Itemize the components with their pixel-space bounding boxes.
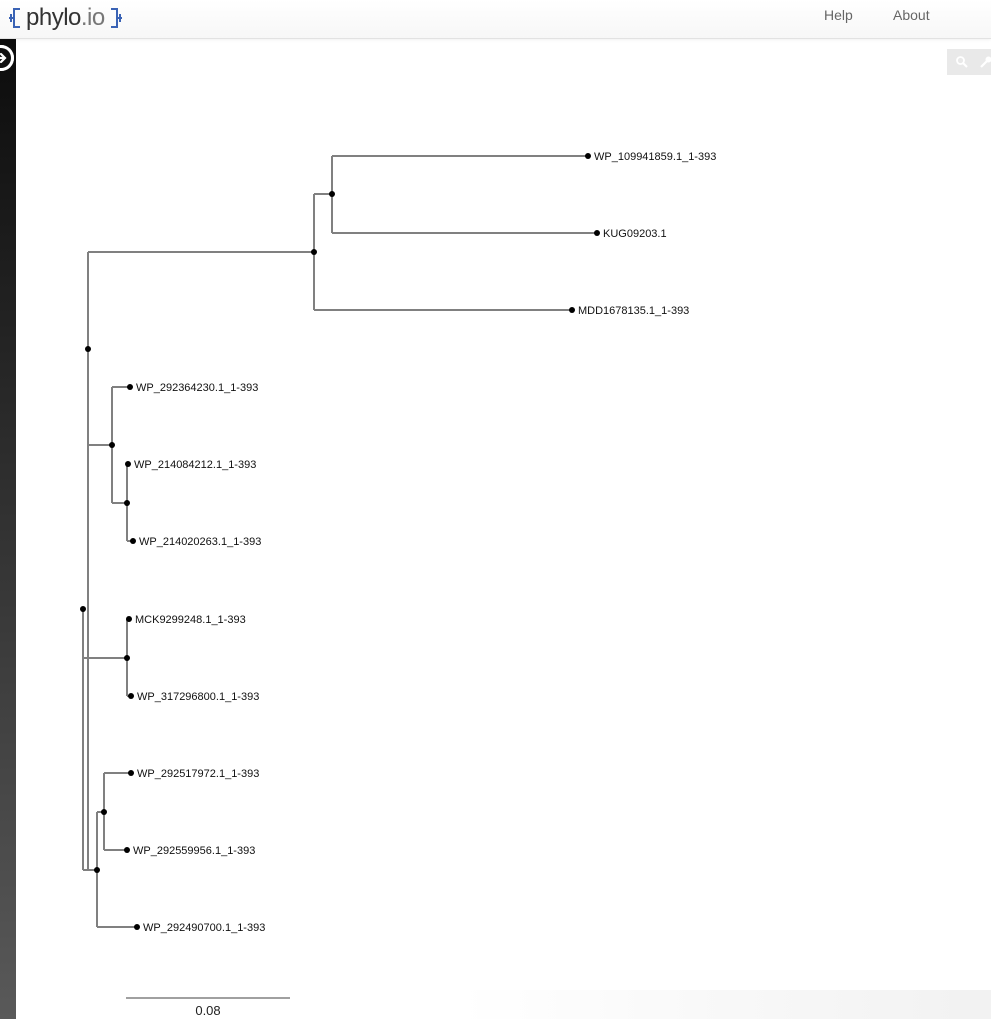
leaf-label[interactable]: WP_292559956.1_1-393 [133, 845, 255, 857]
branch [82, 609, 131, 870]
top-navbar: phylo.io Help About [0, 0, 991, 39]
sidebar [0, 39, 16, 1019]
leaf-label[interactable]: KUG09203.1 [603, 228, 667, 240]
tree-node [94, 867, 100, 873]
tree-node [85, 346, 91, 352]
sidebar-toggle-button[interactable] [0, 45, 14, 71]
app-logo-text: phylo.io [26, 4, 105, 31]
tree-toolbar [947, 49, 991, 75]
leaf-label[interactable]: WP_109941859.1_1-393 [594, 151, 716, 163]
tree-node [124, 655, 130, 661]
branch [88, 194, 315, 310]
scale-bar-label: 0.08 [195, 1003, 220, 1018]
tree-node [101, 809, 107, 815]
tree-node [329, 191, 335, 197]
logo-bracket-right-icon [110, 8, 122, 28]
leaf-node [126, 616, 132, 622]
search-icon[interactable] [955, 55, 969, 69]
leaf-label[interactable]: MCK9299248.1_1-393 [135, 614, 246, 626]
leaf-node [128, 693, 134, 699]
leaf-node [125, 461, 131, 467]
app-logo[interactable]: phylo.io [6, 2, 126, 34]
leaf-node [594, 230, 600, 236]
arrow-right-circle-icon [0, 45, 14, 71]
leaf-node [585, 153, 591, 159]
leaf-label[interactable]: WP_214084212.1_1-393 [134, 459, 256, 471]
bottom-shadow [460, 990, 991, 1019]
leaf-label[interactable]: WP_292490700.1_1-393 [143, 922, 265, 934]
leaf-node [128, 770, 134, 776]
leaf-label[interactable]: WP_292517972.1_1-393 [137, 768, 259, 780]
branch [314, 155, 597, 234]
leaf-node [124, 847, 130, 853]
tree-node [311, 249, 317, 255]
leaf-label[interactable]: WP_292364230.1_1-393 [136, 382, 258, 394]
leaf-node [130, 538, 136, 544]
logo-bracket-left-icon [9, 8, 20, 28]
leaf-node [569, 307, 575, 313]
leaf-node [127, 384, 133, 390]
tree-node [124, 500, 130, 506]
leaf-label[interactable]: MDD1678135.1_1-393 [578, 305, 689, 317]
wrench-icon[interactable] [979, 55, 991, 69]
tree-node [109, 442, 115, 448]
nav-about-link[interactable]: About [893, 7, 930, 23]
leaf-label[interactable]: WP_214020263.1_1-393 [139, 536, 261, 548]
leaf-label[interactable]: WP_317296800.1_1-393 [137, 691, 259, 703]
tree-node [80, 606, 86, 612]
nav-help-link[interactable]: Help [824, 7, 853, 23]
leaf-node [134, 924, 140, 930]
